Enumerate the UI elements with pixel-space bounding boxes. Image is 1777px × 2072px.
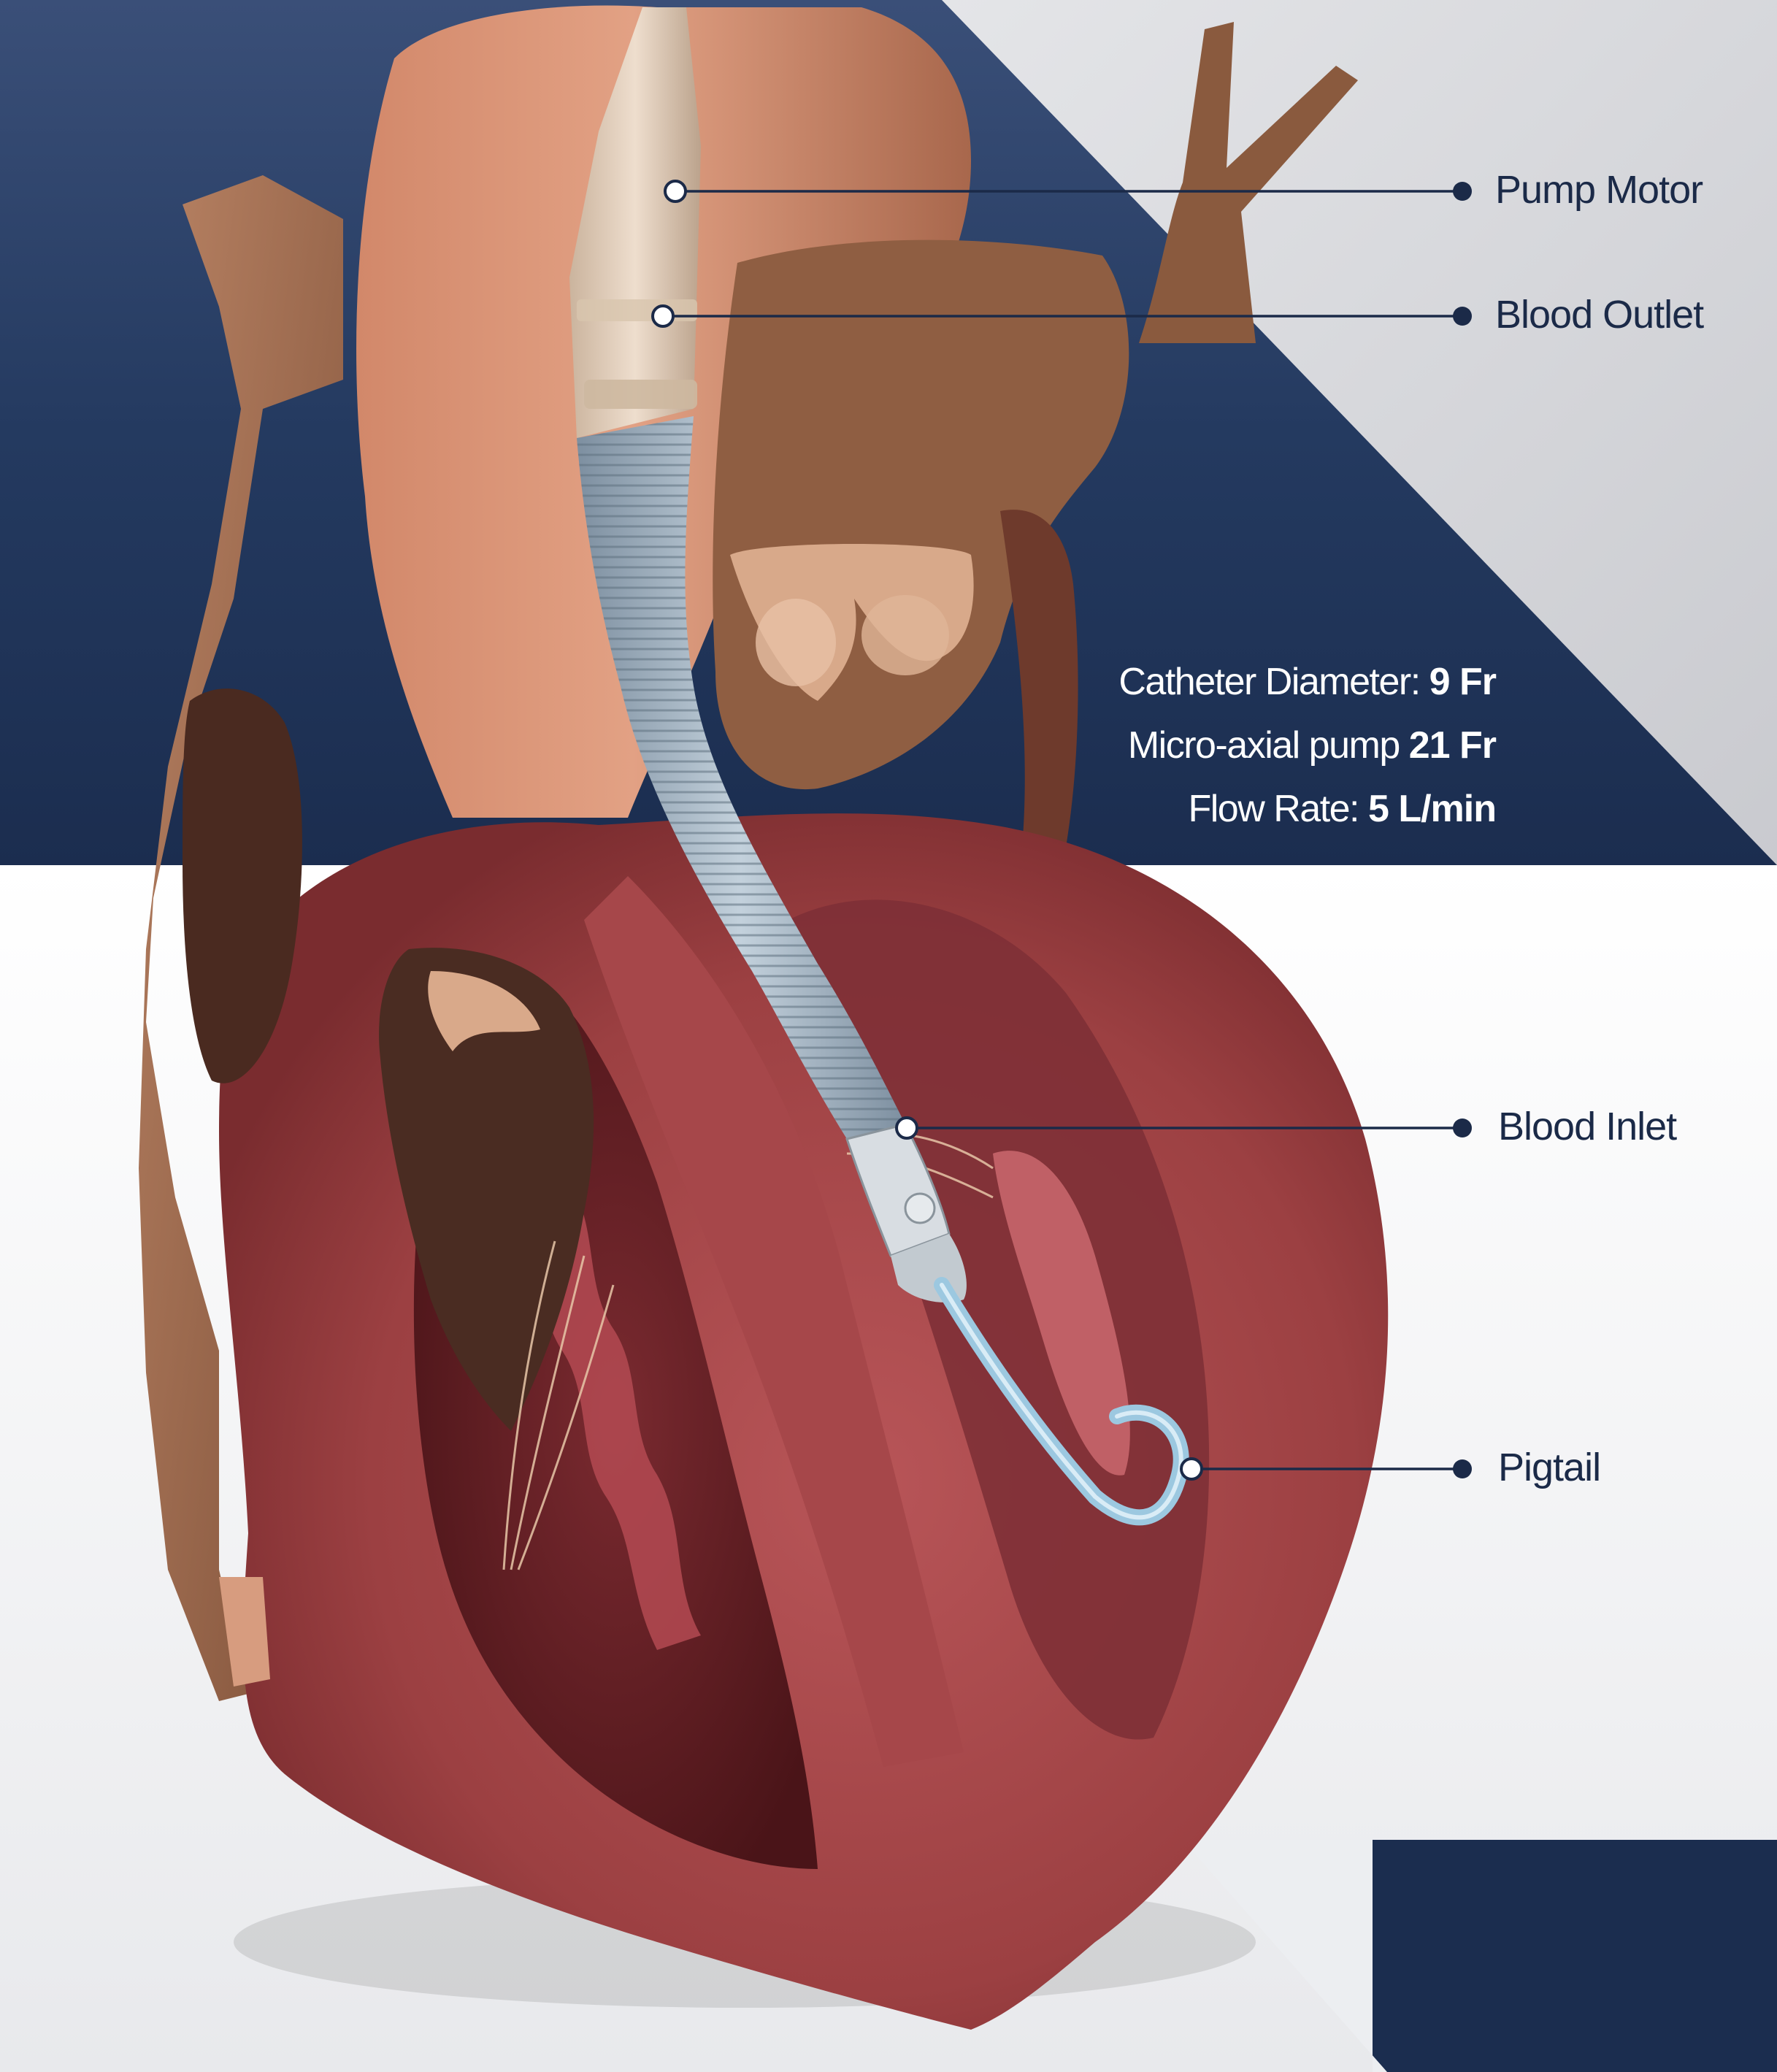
pigtail-marker (1181, 1459, 1202, 1479)
spec-flow-rate-value: 5 L/min (1368, 788, 1496, 830)
blood-outlet-end-dot (1453, 307, 1472, 326)
label-blood-inlet: Blood Inlet (1498, 1107, 1676, 1146)
spec-flow-rate-label: Flow Rate: (1188, 788, 1359, 830)
label-pump-motor: Pump Motor (1495, 170, 1703, 210)
spec-micro-axial-pump-value: 21 Fr (1409, 724, 1496, 767)
spec-flow-rate: Flow Rate: 5 L/min (1188, 790, 1496, 828)
spec-micro-axial-pump: Micro-axial pump 21 Fr (1128, 726, 1496, 764)
label-blood-outlet: Blood Outlet (1495, 295, 1703, 334)
spec-catheter-diameter-value: 9 Fr (1429, 661, 1496, 703)
pump-motor-end-dot (1453, 182, 1472, 201)
pump-motor-band-2 (577, 299, 697, 321)
inlet-bulb (905, 1194, 934, 1223)
label-pigtail: Pigtail (1498, 1448, 1600, 1487)
spec-micro-axial-pump-label: Micro-axial pump (1128, 724, 1400, 767)
spec-catheter-diameter: Catheter Diameter: 9 Fr (1118, 663, 1496, 701)
blood-inlet-end-dot (1453, 1119, 1472, 1137)
pigtail-end-dot (1453, 1459, 1472, 1478)
pulmonary-valve-highlight (756, 599, 836, 686)
pump-motor-marker (665, 181, 686, 202)
blood-inlet-marker (897, 1118, 917, 1138)
navy-corner-block (1373, 1840, 1777, 2072)
pulmonary-valve-highlight-2 (861, 595, 949, 675)
pump-motor-band-1 (584, 380, 697, 409)
spec-catheter-diameter-label: Catheter Diameter: (1118, 661, 1419, 703)
blood-outlet-marker (653, 306, 673, 326)
